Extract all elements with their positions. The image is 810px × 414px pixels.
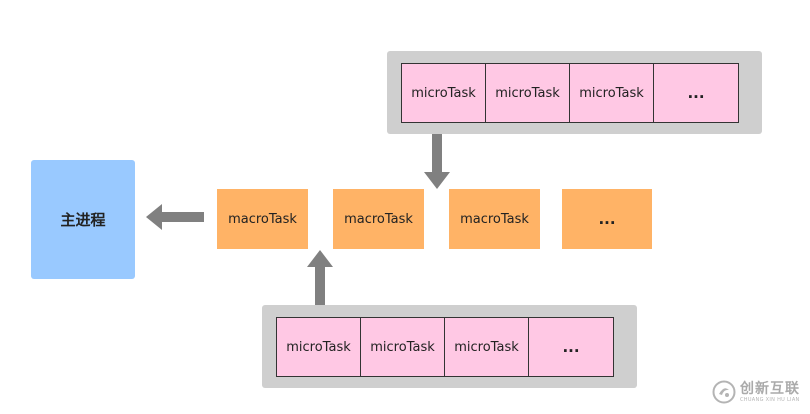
macro-task-label: macroTask — [228, 211, 297, 227]
macro-task-label: macroTask — [344, 211, 413, 227]
micro-task-ellipsis: ... — [654, 64, 738, 122]
micro-task-queue-top: microTask microTask microTask ... — [387, 51, 762, 134]
watermark-text-en: CHUANG XIN HU LIAN — [740, 396, 800, 403]
main-process-label: 主进程 — [60, 211, 106, 229]
watermark-logo: 创新互联 CHUANG XIN HU LIAN — [712, 372, 808, 412]
arrow-up-icon — [307, 250, 333, 305]
arrow-left-icon — [146, 204, 204, 230]
micro-task-cell: microTask — [277, 318, 361, 376]
logo-icon — [712, 380, 736, 404]
micro-task-cell: microTask — [402, 64, 486, 122]
macro-task-label: macroTask — [460, 211, 529, 227]
macro-task-box: macroTask — [217, 189, 308, 249]
micro-task-label: microTask — [579, 85, 644, 101]
micro-task-label: ... — [562, 338, 580, 356]
micro-task-label: microTask — [370, 339, 435, 355]
micro-task-cell: microTask — [570, 64, 654, 122]
arrow-down-icon — [424, 134, 450, 189]
micro-task-label: microTask — [411, 85, 476, 101]
micro-task-cell: microTask — [361, 318, 445, 376]
micro-task-label: microTask — [286, 339, 351, 355]
macro-task-label: ... — [598, 210, 616, 228]
micro-task-queue-bottom: microTask microTask microTask ... — [262, 305, 637, 388]
micro-task-label: ... — [687, 84, 705, 102]
macro-task-ellipsis: ... — [562, 189, 652, 249]
macro-task-box: macroTask — [333, 189, 424, 249]
micro-task-ellipsis: ... — [529, 318, 613, 376]
micro-task-label: microTask — [495, 85, 560, 101]
macro-task-box: macroTask — [449, 189, 540, 249]
micro-task-cell: microTask — [445, 318, 529, 376]
main-process-box: 主进程 — [31, 160, 135, 279]
micro-task-row: microTask microTask microTask ... — [401, 63, 739, 123]
micro-task-row: microTask microTask microTask ... — [276, 317, 614, 377]
watermark-text-cn: 创新互联 — [740, 380, 800, 397]
micro-task-cell: microTask — [486, 64, 570, 122]
micro-task-label: microTask — [454, 339, 519, 355]
